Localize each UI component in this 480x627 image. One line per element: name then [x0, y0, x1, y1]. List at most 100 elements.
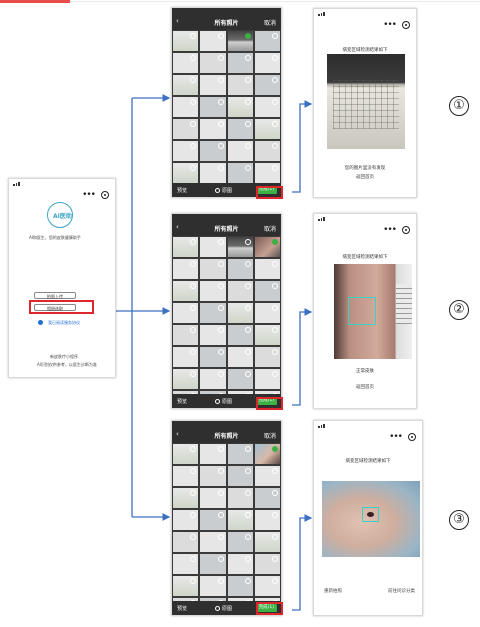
photo-thumb[interactable] [227, 444, 253, 464]
photo-thumb[interactable] [173, 31, 199, 51]
photo-thumb[interactable] [173, 488, 199, 508]
photo-thumb[interactable] [254, 31, 280, 51]
photo-thumb[interactable] [173, 281, 199, 301]
close-miniapp-icon[interactable] [101, 191, 109, 199]
photo-thumb[interactable] [254, 163, 280, 183]
photo-thumb[interactable] [227, 598, 253, 601]
photo-thumb[interactable] [254, 141, 280, 161]
close-miniapp-icon[interactable] [408, 433, 416, 441]
photo-thumb[interactable] [200, 237, 226, 257]
capsule-menu[interactable]: ••• [383, 20, 410, 30]
photo-thumb[interactable] [173, 163, 199, 183]
photo-thumb[interactable] [227, 325, 253, 345]
photo-thumb[interactable] [200, 488, 226, 508]
photo-thumb[interactable] [227, 554, 253, 574]
photo-thumb[interactable] [173, 259, 199, 279]
photo-thumb[interactable] [227, 488, 253, 508]
photo-thumb[interactable] [227, 53, 253, 73]
photo-thumb[interactable] [200, 97, 226, 117]
back-icon[interactable]: ‹ [176, 430, 179, 438]
photo-thumb[interactable] [227, 97, 253, 117]
photo-thumb[interactable] [254, 325, 280, 345]
photo-thumb[interactable] [173, 466, 199, 486]
cancel-button[interactable]: 取消 [263, 20, 276, 27]
photo-thumb[interactable] [200, 75, 226, 95]
photo-thumb[interactable] [227, 163, 253, 183]
photo-thumb[interactable] [173, 75, 199, 95]
photo-thumb[interactable] [227, 281, 253, 301]
close-miniapp-icon[interactable] [402, 226, 410, 234]
photo-thumb[interactable] [173, 237, 199, 257]
back-home-link[interactable]: 返回首页 [356, 385, 374, 390]
consult-link[interactable]: 前往问诊分类 [388, 589, 415, 594]
photo-thumb[interactable] [173, 347, 199, 367]
retake-link[interactable]: 重新拍照 [324, 589, 342, 594]
photo-thumb[interactable] [254, 510, 280, 530]
photo-thumb[interactable] [254, 576, 280, 596]
cancel-button[interactable]: 取消 [263, 226, 276, 233]
photo-thumb-selected[interactable] [227, 31, 253, 51]
original-toggle[interactable]: 原图 [215, 605, 232, 612]
back-icon[interactable]: ‹ [176, 17, 179, 25]
photo-thumb[interactable] [254, 53, 280, 73]
photo-thumb[interactable] [173, 325, 199, 345]
photo-thumb[interactable] [200, 598, 226, 601]
photo-thumb[interactable] [254, 532, 280, 552]
photo-thumb[interactable] [173, 119, 199, 139]
photo-thumb[interactable] [200, 259, 226, 279]
photo-thumb[interactable] [227, 576, 253, 596]
upload-photo-button[interactable]: 拍照上传 [34, 292, 76, 299]
photo-thumb[interactable] [200, 369, 226, 389]
photo-thumb[interactable] [227, 532, 253, 552]
photo-thumb[interactable] [173, 532, 199, 552]
preview-button[interactable]: 预览 [177, 188, 188, 194]
photo-thumb[interactable] [227, 119, 253, 139]
photo-thumb[interactable] [227, 347, 253, 367]
photo-thumb[interactable] [254, 281, 280, 301]
photo-thumb[interactable] [173, 444, 199, 464]
photo-thumb-selected[interactable] [254, 237, 280, 257]
agreement-checkbox[interactable] [38, 320, 43, 325]
photo-thumb[interactable] [200, 141, 226, 161]
photo-thumb[interactable] [254, 75, 280, 95]
done-button[interactable]: 完成(1) [255, 186, 277, 194]
photo-thumb[interactable] [200, 554, 226, 574]
photo-thumb[interactable] [200, 163, 226, 183]
photo-thumb[interactable] [254, 259, 280, 279]
photo-thumb[interactable] [254, 554, 280, 574]
photo-thumb[interactable] [227, 369, 253, 389]
agreement-link[interactable]: 我已阅读服务协议 [48, 320, 80, 325]
more-icon[interactable]: ••• [389, 432, 403, 442]
photo-thumb[interactable] [254, 97, 280, 117]
photo-thumb[interactable] [227, 303, 253, 323]
photo-thumb[interactable] [200, 325, 226, 345]
photo-thumb[interactable] [173, 598, 199, 601]
photo-thumb[interactable] [200, 347, 226, 367]
photo-thumb[interactable] [254, 598, 280, 601]
photo-thumb[interactable] [173, 391, 199, 394]
photo-thumb[interactable] [200, 281, 226, 301]
photo-thumb[interactable] [227, 510, 253, 530]
back-icon[interactable]: ‹ [176, 223, 179, 231]
more-icon[interactable]: ••• [383, 20, 397, 30]
photo-thumb[interactable] [200, 53, 226, 73]
original-toggle[interactable]: 原图 [215, 398, 232, 405]
photo-thumb[interactable] [200, 510, 226, 530]
photo-thumb[interactable] [254, 303, 280, 323]
capsule-menu[interactable]: ••• [82, 191, 109, 200]
photo-thumb[interactable] [227, 237, 253, 257]
preview-button[interactable]: 预览 [177, 399, 188, 405]
photo-thumb[interactable] [200, 119, 226, 139]
done-button[interactable]: 完成(1) [255, 604, 277, 612]
photo-thumb[interactable] [254, 369, 280, 389]
original-toggle[interactable]: 原图 [215, 187, 232, 194]
photo-thumb[interactable] [173, 303, 199, 323]
photo-thumb[interactable] [227, 75, 253, 95]
photo-thumb[interactable] [173, 53, 199, 73]
photo-thumb[interactable] [227, 259, 253, 279]
album-select-button[interactable]: 相册选取 [34, 304, 76, 311]
done-button[interactable]: 完成(1) [255, 397, 277, 405]
photo-thumb[interactable] [200, 391, 226, 394]
more-icon[interactable]: ••• [383, 225, 397, 235]
photo-thumb[interactable] [227, 391, 253, 394]
